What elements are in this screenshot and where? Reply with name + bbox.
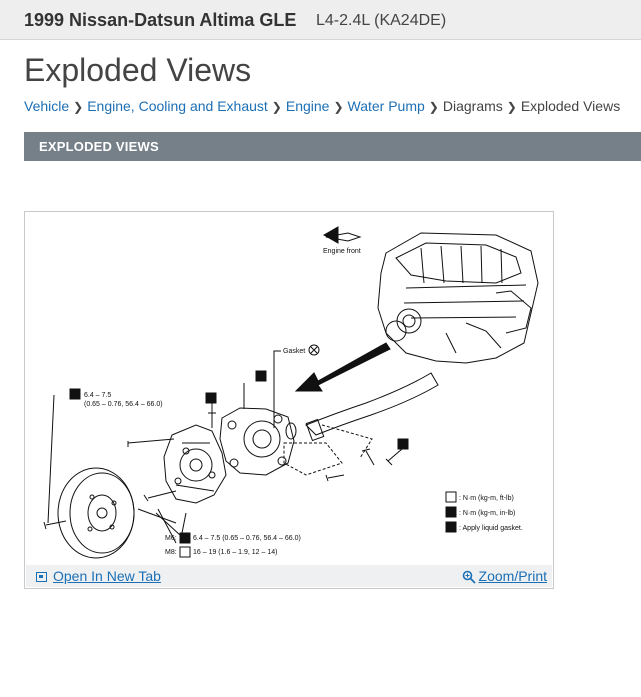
diagram-card: Engine front Gasket 6.4 – 7.5 (0.65 – 0.… xyxy=(24,211,554,589)
m6-label: M6: xyxy=(165,535,177,542)
section-title: EXPLODED VIEWS xyxy=(39,139,159,154)
m6-value: 6.4 – 7.5 (0.65 – 0.76, 56.4 – 66.0) xyxy=(193,535,301,542)
breadcrumb-water-pump[interactable]: Water Pump xyxy=(347,98,425,114)
vehicle-header: 1999 Nissan-Datsun Altima GLE L4-2.4L (K… xyxy=(0,0,641,40)
magnifier-icon xyxy=(462,570,476,584)
breadcrumb-engine-cooling-exhaust[interactable]: Engine, Cooling and Exhaust xyxy=(87,98,268,114)
chevron-right-icon: ❯ xyxy=(333,100,344,114)
chevron-right-icon: ❯ xyxy=(428,100,439,114)
zoom-print-label: Zoom/Print xyxy=(478,568,547,584)
chevron-right-icon: ❯ xyxy=(271,100,282,114)
torque-top-value: 6.4 – 7.5 xyxy=(84,392,111,399)
page-title: Exploded Views xyxy=(24,52,252,88)
engine-front-arrow xyxy=(325,232,362,242)
engine-front-label: Engine front xyxy=(323,248,361,255)
breadcrumb-diagrams: Diagrams xyxy=(442,98,503,114)
breadcrumb-engine[interactable]: Engine xyxy=(285,98,330,114)
vehicle-name: 1999 Nissan-Datsun Altima GLE xyxy=(24,10,297,30)
legend-nm-inlb: : N·m (kg-m, in-lb) xyxy=(459,510,515,517)
breadcrumb-vehicle[interactable]: Vehicle xyxy=(24,98,70,114)
breadcrumb: Vehicle❯Engine, Cooling and Exhaust❯Engi… xyxy=(24,98,620,114)
exploded-view-diagram[interactable]: Engine front Gasket 6.4 – 7.5 (0.65 – 0.… xyxy=(26,213,552,564)
breadcrumb-current: Exploded Views xyxy=(520,98,621,114)
open-new-tab-link[interactable]: Open In New Tab xyxy=(36,568,161,584)
legend-liquid-gasket: : Apply liquid gasket. xyxy=(459,525,523,532)
m8-value: 16 – 19 (1.6 – 1.9, 12 – 14) xyxy=(193,549,277,556)
open-new-tab-label: Open In New Tab xyxy=(53,568,161,584)
legend-nm-ftlb: : N·m (kg-m, ft-lb) xyxy=(459,495,514,502)
chevron-right-icon: ❯ xyxy=(506,100,517,114)
diagram-footer: Open In New Tab Zoom/Print xyxy=(26,565,552,587)
new-tab-icon xyxy=(36,572,47,582)
chevron-right-icon: ❯ xyxy=(73,100,84,114)
gasket-label: Gasket xyxy=(283,348,305,355)
zoom-print-link[interactable]: Zoom/Print xyxy=(462,568,547,584)
torque-top-units: (0.65 – 0.76, 56.4 – 66.0) xyxy=(84,401,163,408)
engine-name: L4-2.4L (KA24DE) xyxy=(316,12,447,29)
m8-label: M8: xyxy=(165,549,177,556)
section-header: EXPLODED VIEWS xyxy=(24,132,641,161)
